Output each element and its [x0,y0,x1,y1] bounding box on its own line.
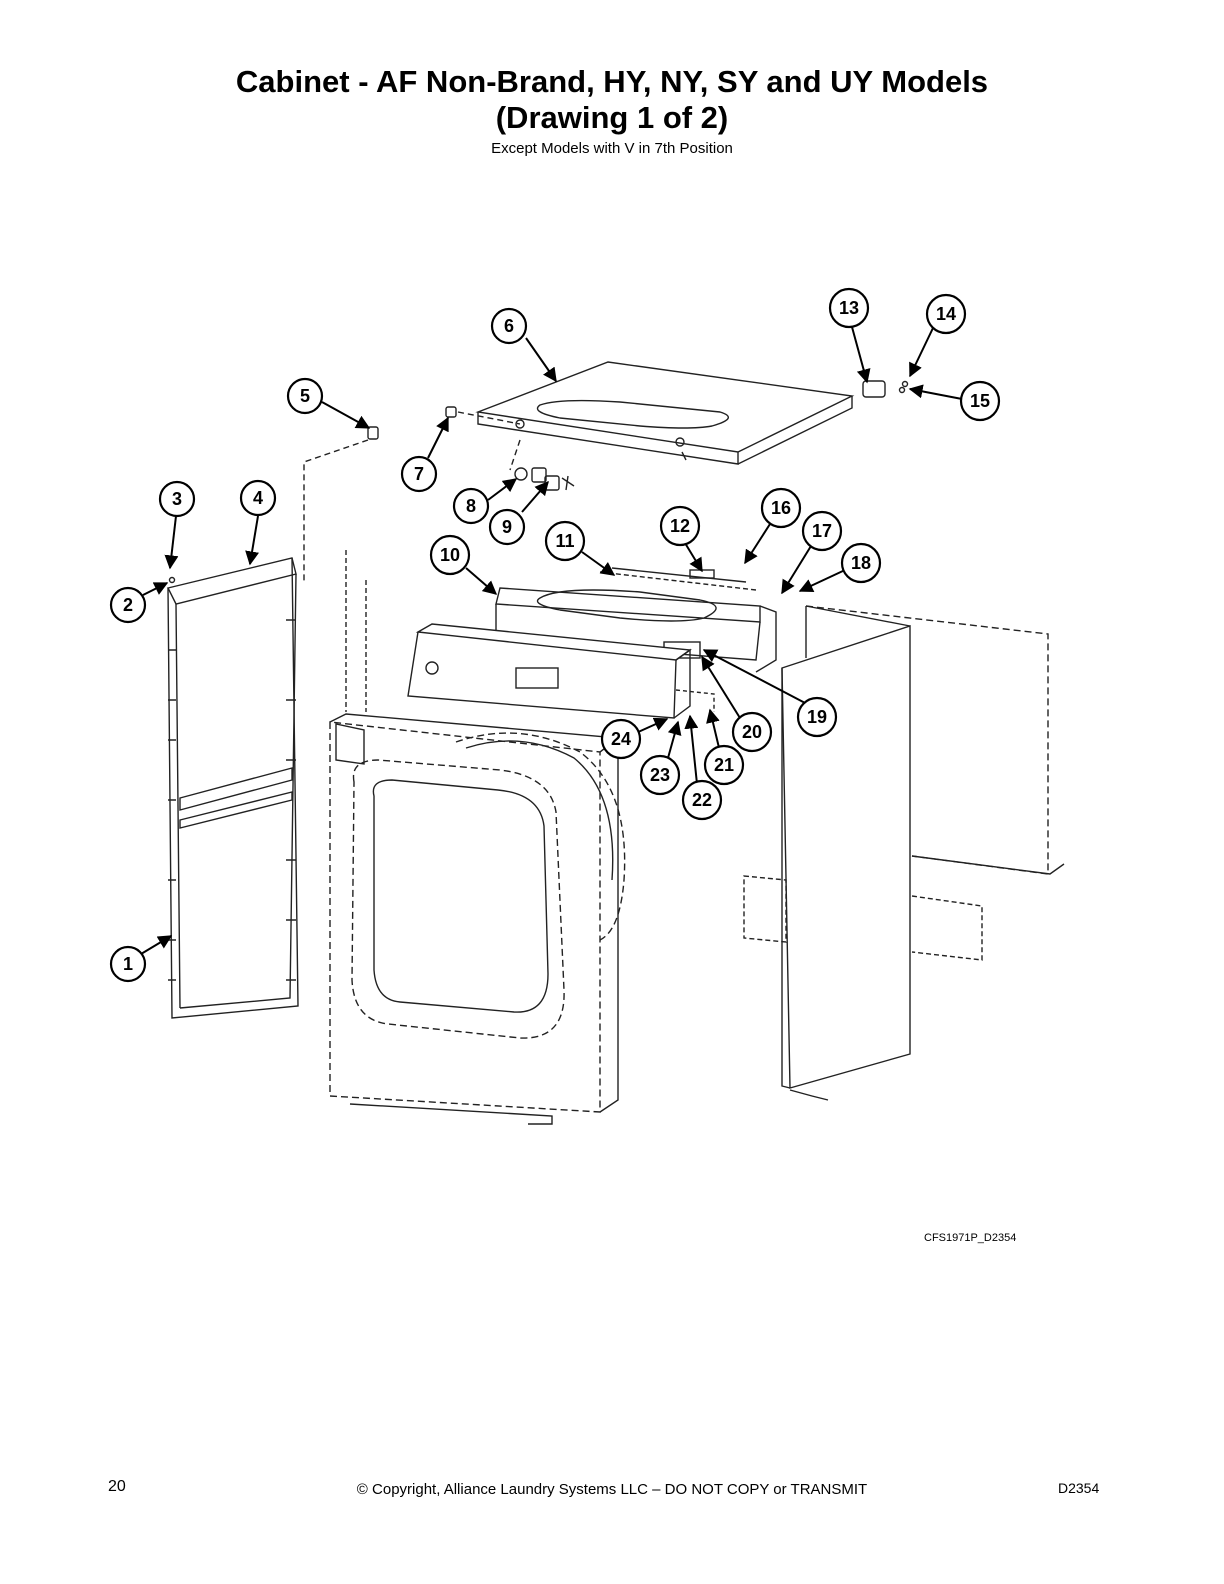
svg-text:19: 19 [807,707,827,727]
svg-text:22: 22 [692,790,712,810]
callout-9: 9 [488,508,526,546]
callout-5: 5 [286,377,324,415]
svg-text:17: 17 [812,521,832,541]
callout-6: 6 [490,307,528,345]
front-panel [329,550,626,1125]
callout-12: 12 [659,505,701,547]
svg-text:18: 18 [851,553,871,573]
leader-lines [140,326,963,955]
door-frame [166,557,299,1019]
callout-10: 10 [429,534,471,576]
page-subtitle: Except Models with V in 7th Position [491,140,733,157]
callout-7: 7 [400,455,438,493]
control-tray [495,567,777,673]
callout-24: 24 [600,718,642,760]
callout-20: 20 [731,711,773,753]
svg-text:9: 9 [502,517,512,537]
svg-text:5: 5 [300,386,310,406]
top-panel [475,361,855,465]
svg-text:16: 16 [771,498,791,518]
callout-18: 18 [840,542,882,584]
svg-text:23: 23 [650,765,670,785]
side-panel [743,605,1065,1101]
callout-19: 19 [796,696,838,738]
callout-8: 8 [452,487,490,525]
svg-text:15: 15 [970,391,990,411]
control-console [407,623,715,719]
callout-1: 1 [109,945,147,983]
svg-text:21: 21 [714,755,734,775]
svg-text:6: 6 [504,316,514,336]
callout-14: 14 [925,293,967,335]
svg-text:1: 1 [123,954,133,974]
top-panel-fasteners [303,380,909,583]
svg-text:2: 2 [123,595,133,615]
page-number: 20 [108,1478,126,1495]
svg-text:12: 12 [670,516,690,536]
callout-13: 13 [828,287,870,329]
callout-2: 2 [109,586,147,624]
document-id: D2354 [1058,1480,1100,1496]
callout-11: 11 [544,520,586,562]
svg-text:11: 11 [555,531,574,551]
callout-3: 3 [158,480,196,518]
svg-text:7: 7 [414,464,424,484]
callout-22: 22 [681,779,723,821]
svg-text:3: 3 [172,489,182,509]
copyright-notice: © Copyright, Alliance Laundry Systems LL… [356,1481,868,1498]
svg-text:8: 8 [466,496,476,516]
svg-text:4: 4 [253,488,263,508]
callout-23: 23 [639,754,681,796]
page-title-drawing-number: (Drawing 1 of 2) [495,100,729,135]
callout-4: 4 [239,479,277,517]
svg-text:24: 24 [611,729,631,749]
svg-text:20: 20 [742,722,762,742]
svg-text:13: 13 [839,298,859,318]
callout-15: 15 [959,380,1001,422]
page-title: Cabinet - AF Non-Brand, HY, NY, SY and U… [235,64,989,99]
svg-text:14: 14 [936,304,956,324]
callout-21: 21 [703,744,745,786]
svg-text:10: 10 [440,545,460,565]
drawing-code: CFS1971P_D2354 [924,1232,1017,1244]
callout-16: 16 [760,487,802,529]
callout-17: 17 [801,510,843,552]
